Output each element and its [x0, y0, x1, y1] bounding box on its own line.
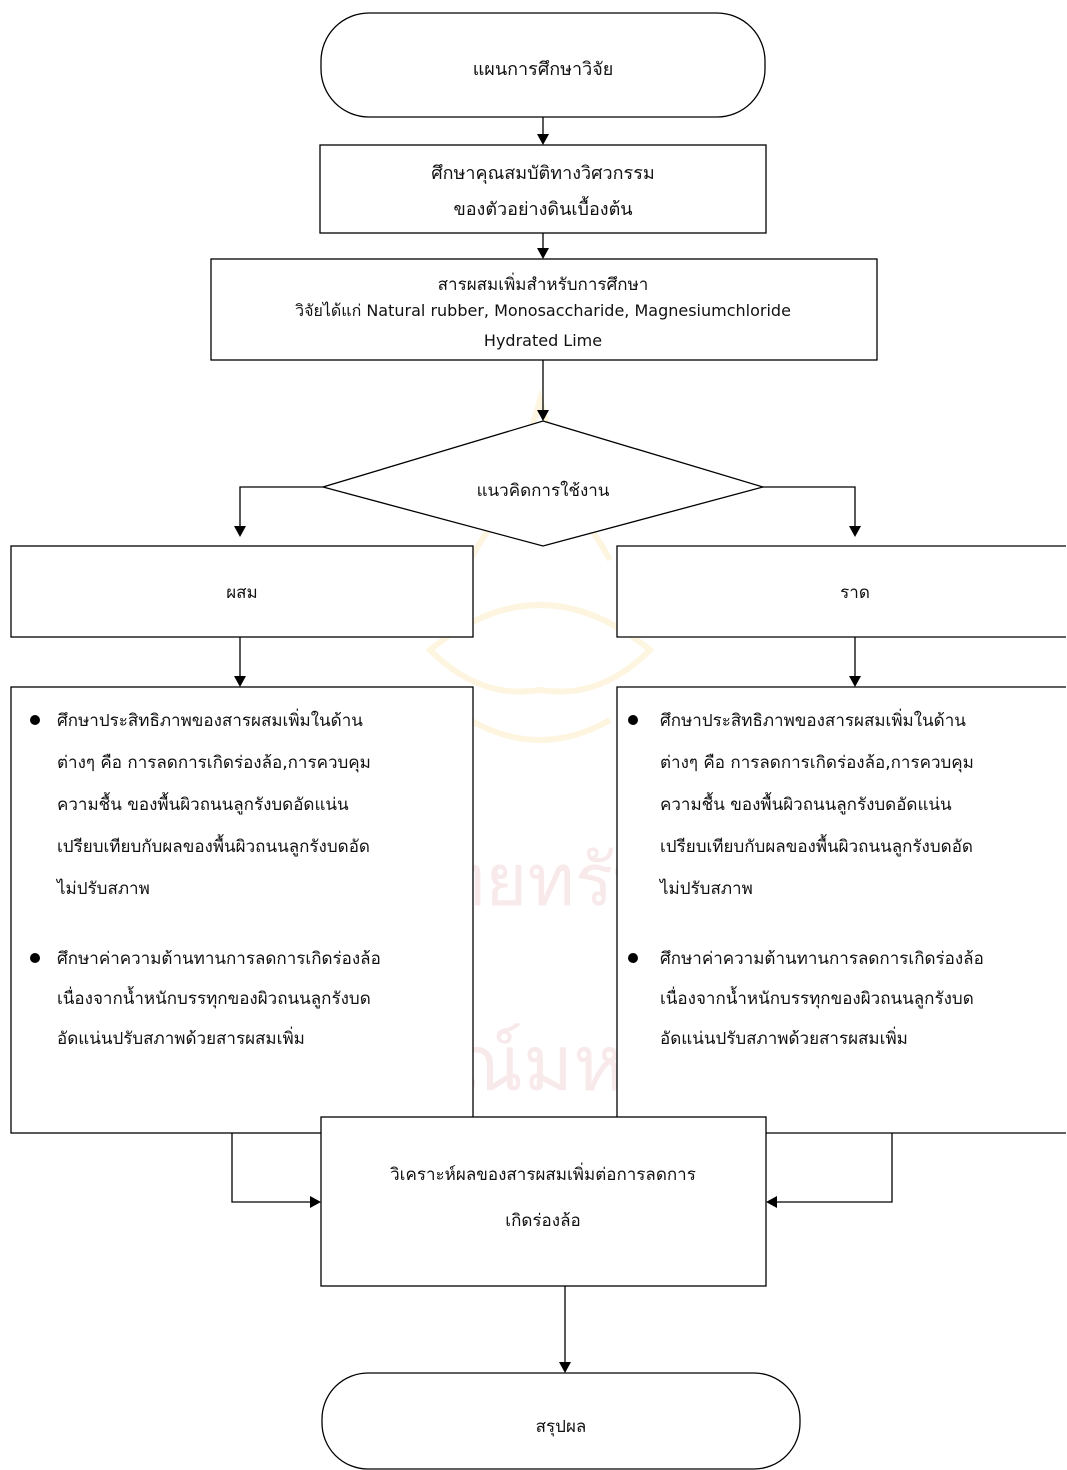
- left-bullet1-line4: เปรียบเทียบกับผลของพื้นผิวถนนลูกรังบดอัด: [57, 834, 370, 857]
- step1-line2: ของตัวอย่างดินเบื้องต้น: [453, 196, 632, 220]
- right-bullet1-line4: เปรียบเทียบกับผลของพื้นผิวถนนลูกรังบดอัด: [660, 834, 973, 857]
- step2-line1: สารผสมเพิ่มสำหรับการศึกษา: [438, 272, 649, 295]
- analysis-line2: เกิดร่องล้อ: [505, 1211, 580, 1231]
- right-bullet1-line5: ไม่ปรับสภาพ: [658, 878, 753, 899]
- right-bullet2-line3: อัดแน่นปรับสภาพด้วยสารผสมเพิ่ม: [660, 1026, 908, 1049]
- start-label: แผนการศึกษาวิจัย: [473, 59, 614, 80]
- connectors: [231, 117, 893, 1373]
- left-bullet2-line2: เนื่องจากน้ำหนักบรรทุกของผิวถนนลูกรังบด: [57, 986, 371, 1009]
- right-bullet2-line2: เนื่องจากน้ำหนักบรรทุกของผิวถนนลูกรังบด: [660, 986, 974, 1009]
- left-bullet1-line2: ต่างๆ คือ การลดการเกิดร่องล้อ,การควบคุม: [57, 753, 371, 773]
- bullet-dot: [30, 715, 40, 725]
- right-bullet2-line1: ศึกษาค่าความต้านทานการลดการเกิดร่องล้อ: [660, 949, 984, 969]
- branch-mix-label: ผสม: [226, 583, 258, 603]
- left-bullet1-line3: ความชื้น ของพื้นผิวถนนลูกรังบดอัดแน่น: [57, 792, 349, 815]
- detail-spray-study: ศึกษาประสิทธิภาพของสารผสมเพิ่มในด้าน ต่า…: [616, 686, 1066, 1134]
- left-bullet2-line3: อัดแน่นปรับสภาพด้วยสารผสมเพิ่ม: [57, 1026, 305, 1049]
- arrow-head-left-detail: [234, 676, 246, 687]
- connector-decision-left: [239, 486, 323, 528]
- connector-left-detail-analysis: [231, 1133, 312, 1203]
- end-terminator: สรุปผล: [321, 1372, 801, 1470]
- decision-application-concept: แนวคิดการใช้งาน: [320, 420, 766, 547]
- arrow-head-end: [559, 1362, 571, 1373]
- arrow-head-right-detail: [849, 676, 861, 687]
- left-bullet1-line5: ไม่ปรับสภาพ: [55, 878, 150, 899]
- step2-line3: Hydrated Lime: [484, 331, 602, 350]
- arrow-head-left-branch: [234, 526, 246, 537]
- bullet-dot: [30, 953, 40, 963]
- connector-right-detail-analysis: [775, 1133, 893, 1203]
- arrow-head-analysis-left: [310, 1196, 321, 1208]
- left-bullet1-line1: ศึกษาประสิทธิภาพของสารผสมเพิ่มในด้าน: [57, 708, 363, 731]
- step-analysis: วิเคราะห์ผลของสารผสมเพิ่มต่อการลดการ เกิ…: [320, 1116, 767, 1287]
- step-engineering-properties: ศึกษาคุณสมบัติทางวิศวกรรม ของตัวอย่างดิน…: [319, 144, 767, 234]
- arrow-head-analysis-right: [766, 1196, 777, 1208]
- decision-label: แนวคิดการใช้งาน: [477, 480, 610, 501]
- step1-line1: ศึกษาคุณสมบัติทางวิศวกรรม: [431, 163, 655, 184]
- detail-mix-study: ศึกษาประสิทธิภาพของสารผสมเพิ่มในด้าน ต่า…: [10, 686, 474, 1134]
- arrow-head-step2: [537, 248, 549, 259]
- connector-decision-right: [763, 486, 856, 528]
- branch-mix: ผสม: [10, 545, 474, 638]
- right-bullet1-line2: ต่างๆ คือ การลดการเกิดร่องล้อ,การควบคุม: [660, 753, 974, 773]
- start-terminator: แผนการศึกษาวิจัย: [320, 12, 766, 118]
- arrow-head-decision: [537, 410, 549, 421]
- left-bullet2-line1: ศึกษาค่าความต้านทานการลดการเกิดร่องล้อ: [57, 949, 381, 969]
- right-bullet1-line1: ศึกษาประสิทธิภาพของสารผสมเพิ่มในด้าน: [660, 708, 966, 731]
- bullet-dot: [628, 953, 638, 963]
- step-additives: สารผสมเพิ่มสำหรับการศึกษา วิจัยได้แก่ Na…: [210, 258, 878, 361]
- right-bullet1-line3: ความชื้น ของพื้นผิวถนนลูกรังบดอัดแน่น: [660, 792, 952, 815]
- arrow-head-right-branch: [849, 526, 861, 537]
- arrow-head-step1: [537, 134, 549, 145]
- analysis-line1: วิเคราะห์ผลของสารผสมเพิ่มต่อการลดการ: [390, 1162, 696, 1185]
- bullet-dot: [628, 715, 638, 725]
- end-label: สรุปผล: [536, 1417, 587, 1437]
- step2-line2: วิจัยได้แก่ Natural rubber, Monosacchari…: [295, 301, 791, 320]
- branch-spray-label: ราด: [840, 583, 870, 603]
- branch-spray: ราด: [616, 545, 1066, 638]
